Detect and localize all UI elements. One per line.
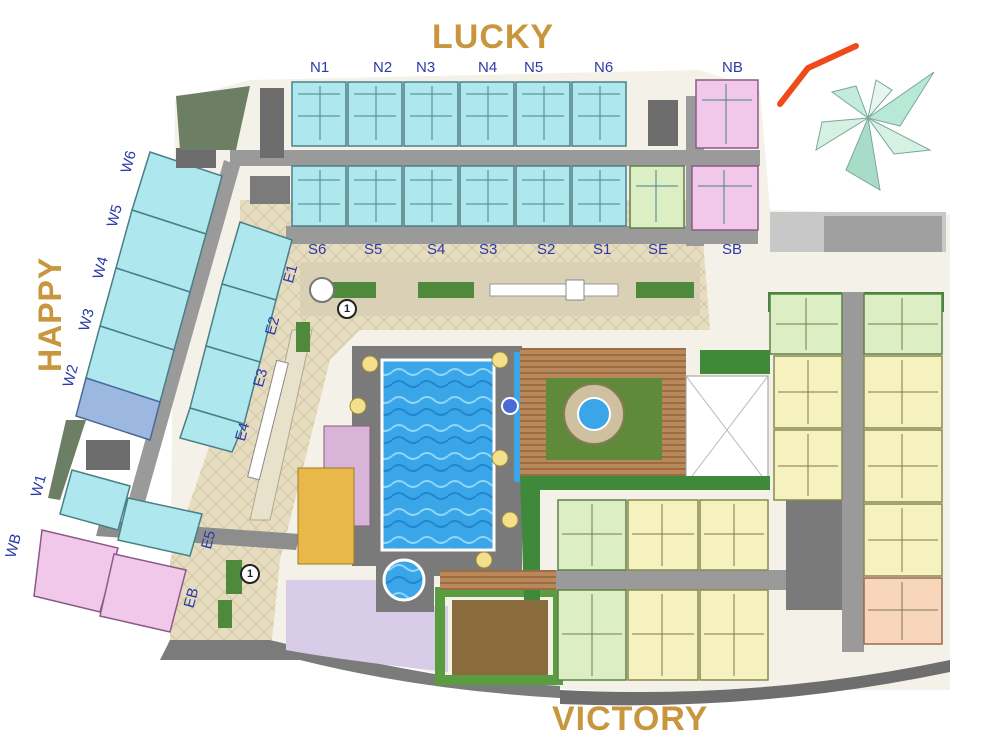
unit-label-s5: S5 (364, 241, 383, 258)
unit-label-se: SE (648, 241, 669, 258)
central-plaza (170, 200, 710, 640)
umbrella-icon (501, 511, 519, 529)
unit-label-n1: N1 (310, 59, 330, 76)
lucky-south-units (291, 165, 759, 231)
zone-title-lucky: LUCKY (432, 18, 555, 56)
umbrella-icon (349, 397, 367, 415)
unit-label-n5: N5 (524, 59, 544, 76)
umbrella-icon (361, 355, 379, 373)
fountain (577, 397, 611, 431)
compass-icon (815, 71, 935, 191)
unit-label-n4: N4 (478, 59, 498, 76)
lawn-court (452, 600, 548, 678)
location-marker: 1 (240, 564, 260, 584)
garden-deck (440, 348, 770, 600)
umbrella-icon (501, 397, 519, 415)
unit-label-n6: N6 (594, 59, 614, 76)
umbrella-icon (475, 551, 493, 569)
lucky-north-units (291, 79, 759, 149)
zone-title-victory: VICTORY (552, 700, 709, 738)
north-arrow-icon (777, 43, 859, 107)
umbrella-icon (491, 449, 509, 467)
unit-label-s2: S2 (537, 241, 556, 258)
unit-label-s1: S1 (593, 241, 612, 258)
unit-label-sb: SB (722, 241, 743, 258)
unit-label-s6: S6 (308, 241, 327, 258)
unit-label-nb: NB (722, 59, 743, 76)
location-marker: 1 (337, 299, 357, 319)
swimming-pool (380, 358, 496, 552)
umbrella-icon (491, 351, 509, 369)
happy-block (33, 86, 300, 633)
unit-label-s3: S3 (479, 241, 498, 258)
unit-label-n3: N3 (416, 59, 436, 76)
pool-complex (297, 346, 551, 612)
victory-block (556, 212, 946, 681)
kids-pool (382, 558, 426, 602)
zone-title-happy: HAPPY (32, 256, 68, 372)
unit-label-s4: S4 (427, 241, 446, 258)
terrace (286, 580, 448, 672)
unit-label-n2: N2 (373, 59, 393, 76)
